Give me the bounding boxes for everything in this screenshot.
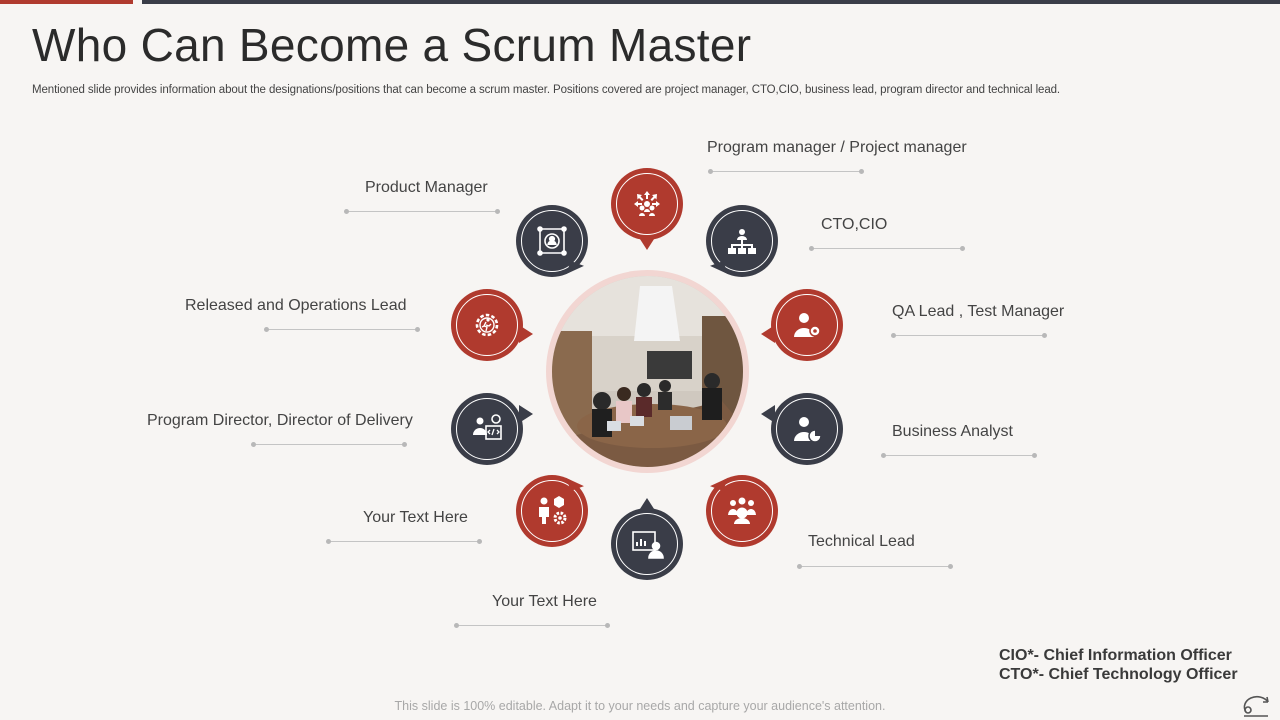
role-label-your-text-2: Your Text Here [492,593,597,610]
presenter-chart-icon [632,531,664,559]
role-connector-program-director [251,442,407,447]
role-connector-your-text-1 [326,539,482,544]
role-connector-business-analyst [881,453,1037,458]
legend-cto: CTO*- Chief Technology Officer [999,666,1238,683]
role-node-cto-cio [706,205,778,279]
user-gear-icon [794,313,821,337]
people-settings-icon [539,496,567,525]
role-node-qa-lead [761,289,843,361]
user-chart-icon [794,417,822,443]
role-connector-your-text-2 [454,623,610,628]
developer-code-icon [473,414,502,440]
role-connector-program-manager [708,169,864,174]
product-team-icon [537,226,567,256]
top-accent-bar-dark [142,0,1280,4]
legend-cio: CIO*- Chief Information Officer [999,647,1232,664]
role-node-program-director [451,393,533,465]
role-label-cto-cio: CTO,CIO [821,216,888,233]
role-node-technical-lead [706,473,778,547]
group-leader-icon [728,497,756,524]
role-node-your-text-2 [611,498,683,580]
role-label-released-ops: Released and Operations Lead [185,297,407,314]
role-label-product-manager: Product Manager [365,179,488,196]
role-label-business-analyst: Business Analyst [892,423,1013,440]
center-photo-ring [546,270,749,473]
slide-subtitle: Mentioned slide provides information abo… [32,84,1061,96]
network-people-icon [634,191,660,216]
role-node-program-manager [611,168,683,250]
role-node-business-analyst [761,393,843,465]
role-connector-released-ops [264,327,420,332]
meeting-photo [552,276,743,467]
org-hierarchy-icon [728,229,756,254]
role-node-your-text-1 [516,473,588,547]
role-connector-product-manager [344,209,500,214]
top-accent-bar-red [0,0,133,4]
gear-runner-icon [475,313,499,337]
refresh-logo-icon [1243,695,1269,717]
role-label-your-text-1: Your Text Here [363,509,468,526]
role-connector-technical-lead [797,564,953,569]
role-connector-cto-cio [809,246,965,251]
role-label-program-manager: Program manager / Project manager [707,139,967,156]
role-connector-qa-lead [891,333,1047,338]
role-node-released-ops [451,289,533,361]
role-node-product-manager [516,205,588,279]
slide-footer: This slide is 100% editable. Adapt it to… [394,699,886,713]
slide-title: Who Can Become a Scrum Master [32,19,752,71]
role-label-qa-lead: QA Lead , Test Manager [892,303,1065,320]
role-label-program-director: Program Director, Director of Delivery [147,412,413,429]
role-label-technical-lead: Technical Lead [808,533,915,550]
